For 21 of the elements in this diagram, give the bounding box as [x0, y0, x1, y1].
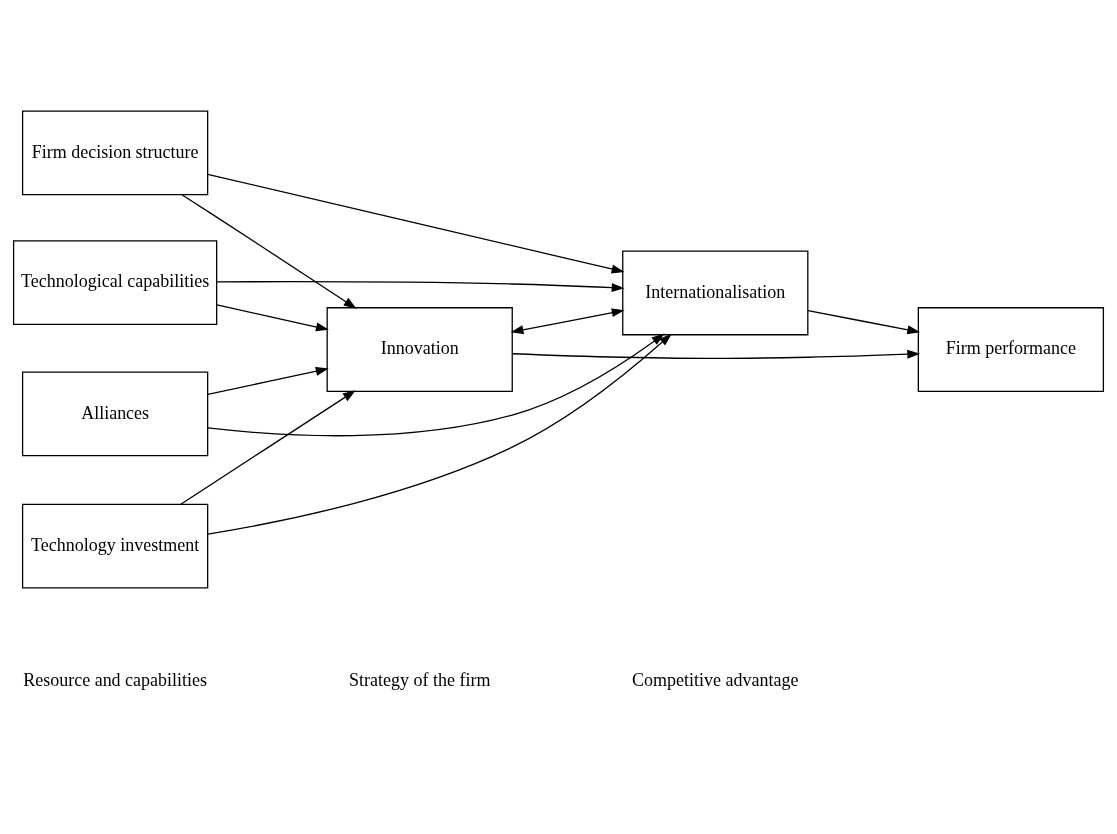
arrow — [181, 194, 357, 309]
arrow — [510, 308, 625, 335]
label: Strategy of the firm — [349, 669, 491, 690]
arrow — [180, 390, 356, 505]
arrow — [807, 310, 921, 335]
arrow — [207, 366, 329, 395]
node-box: Technological capabilities — [12, 240, 218, 326]
node-box: Alliances — [21, 371, 209, 457]
arrow — [207, 333, 665, 437]
arrow — [216, 304, 329, 332]
arrow — [207, 333, 672, 535]
node-box: Internationalisation — [622, 250, 809, 336]
arrow — [207, 173, 625, 274]
node-box: Technology investment — [21, 503, 209, 589]
label: Resource and capabilities — [23, 669, 208, 690]
node-box: Firm decision structure — [21, 110, 209, 196]
node-box: Innovation — [326, 307, 513, 392]
label: Competitive advantage — [632, 669, 799, 690]
arrow — [216, 281, 625, 293]
arrow — [511, 349, 921, 360]
node-box: Firm performance — [917, 307, 1105, 392]
